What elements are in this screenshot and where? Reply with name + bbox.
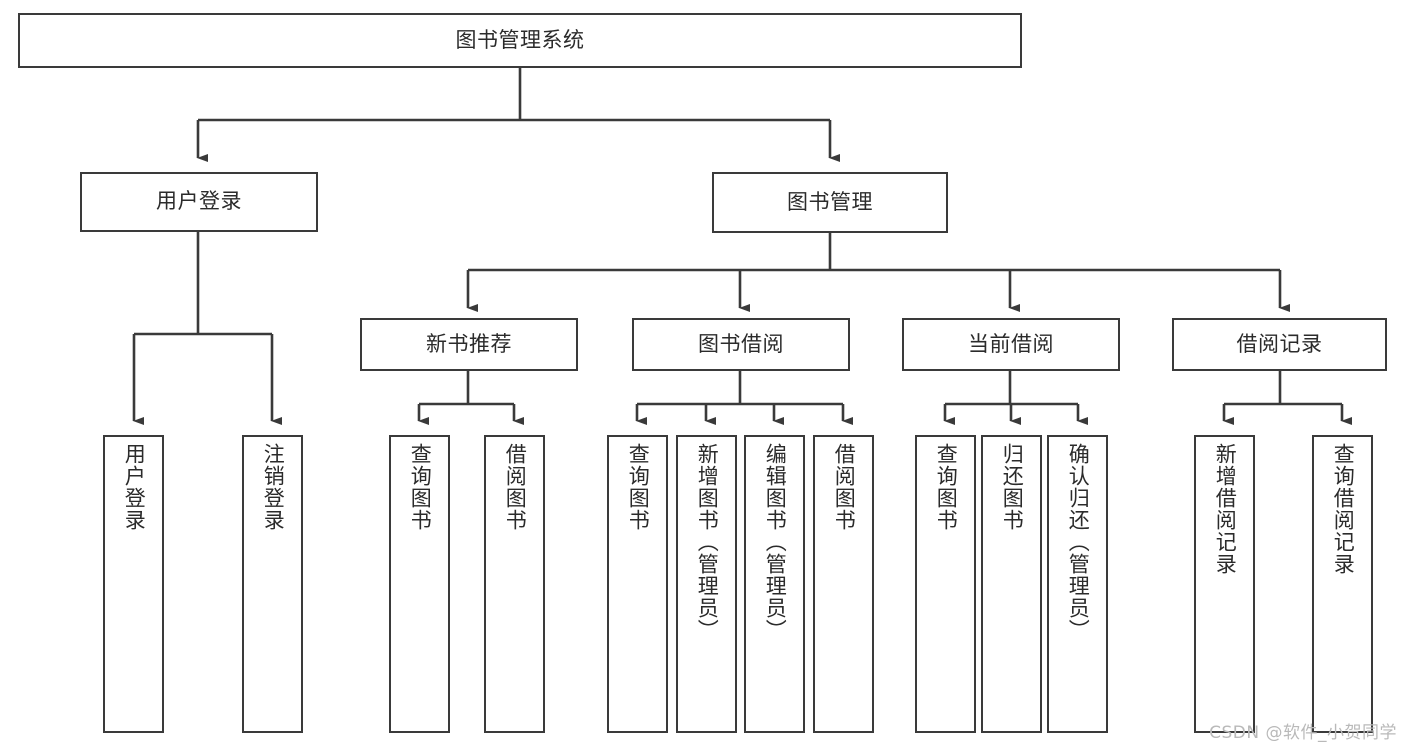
node-leaf-book-borrow-3-label: 编辑图书（管理员） (763, 443, 788, 641)
node-new-book-recommend[interactable]: 新书推荐 (360, 318, 578, 371)
watermark-text: CSDN @软件_小贺同学 (1209, 723, 1397, 743)
node-leaf-user-login-2[interactable]: 注销登录 (242, 435, 303, 733)
node-leaf-book-borrow-2[interactable]: 新增图书（管理员） (676, 435, 737, 733)
node-leaf-book-borrow-2-label: 新增图书（管理员） (695, 443, 720, 641)
node-leaf-borrow-record-2[interactable]: 查询借阅记录 (1312, 435, 1373, 733)
node-current-borrow-label: 当前借阅 (968, 331, 1054, 356)
node-leaf-borrow-record-1[interactable]: 新增借阅记录 (1194, 435, 1255, 733)
node-leaf-book-borrow-1-label: 查询图书 (626, 443, 651, 531)
node-borrow-record-label: 借阅记录 (1236, 331, 1323, 356)
node-leaf-user-login-1-label: 用户登录 (122, 443, 147, 531)
node-user-login[interactable]: 用户登录 (80, 172, 318, 232)
node-leaf-user-login-2-label: 注销登录 (261, 443, 286, 531)
node-leaf-current-borrow-1-label: 查询图书 (934, 443, 959, 531)
node-leaf-current-borrow-1[interactable]: 查询图书 (915, 435, 976, 733)
node-leaf-current-borrow-2[interactable]: 归还图书 (981, 435, 1042, 733)
node-leaf-user-login-1[interactable]: 用户登录 (103, 435, 164, 733)
node-book-borrow-label: 图书借阅 (698, 331, 784, 356)
node-current-borrow[interactable]: 当前借阅 (902, 318, 1120, 371)
node-leaf-book-borrow-4[interactable]: 借阅图书 (813, 435, 874, 733)
node-root-system-label: 图书管理系统 (455, 27, 585, 52)
node-user-login-label: 用户登录 (156, 189, 242, 214)
node-leaf-new-book-2[interactable]: 借阅图书 (484, 435, 545, 733)
node-book-borrow[interactable]: 图书借阅 (632, 318, 850, 371)
node-borrow-record[interactable]: 借阅记录 (1172, 318, 1387, 371)
node-leaf-current-borrow-3[interactable]: 确认归还（管理员） (1047, 435, 1108, 733)
node-root-system[interactable]: 图书管理系统 (18, 13, 1022, 68)
node-leaf-new-book-1-label: 查询图书 (408, 443, 433, 531)
node-leaf-book-borrow-1[interactable]: 查询图书 (607, 435, 668, 733)
node-leaf-book-borrow-3[interactable]: 编辑图书（管理员） (744, 435, 805, 733)
node-leaf-new-book-1[interactable]: 查询图书 (389, 435, 450, 733)
node-book-management[interactable]: 图书管理 (712, 172, 948, 233)
node-leaf-book-borrow-4-label: 借阅图书 (832, 443, 857, 531)
node-leaf-current-borrow-2-label: 归还图书 (1000, 443, 1025, 531)
node-leaf-new-book-2-label: 借阅图书 (503, 443, 528, 531)
node-leaf-borrow-record-1-label: 新增借阅记录 (1213, 443, 1238, 575)
node-book-management-label: 图书管理 (787, 189, 873, 214)
node-leaf-current-borrow-3-label: 确认归还（管理员） (1066, 443, 1091, 641)
node-leaf-borrow-record-2-label: 查询借阅记录 (1331, 443, 1356, 575)
node-new-book-recommend-label: 新书推荐 (426, 331, 512, 356)
